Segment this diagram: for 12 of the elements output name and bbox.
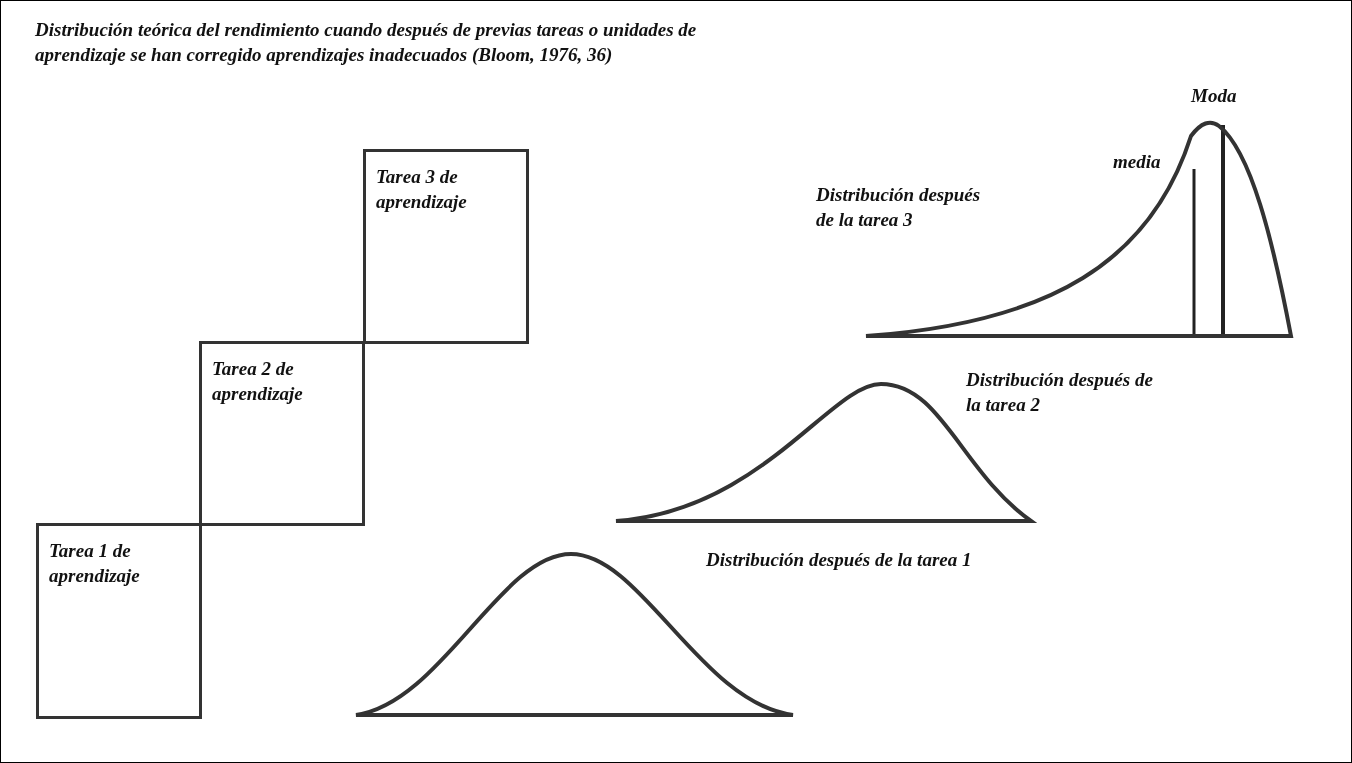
task-label: Tarea 3 de aprendizaje [376, 165, 468, 214]
task-label: Tarea 2 de aprendizaje [212, 357, 304, 406]
mode-label: Moda [1191, 84, 1238, 108]
mean-label: media [1113, 150, 1162, 174]
diagram-title: Distribución teórica del rendimiento cuando después de previas tareas o unidades de aprendizaje se han corregido aprendizajes inadecuados (Bloom, 1976, 36) [35, 18, 698, 67]
task-box [199, 341, 365, 526]
task-box [36, 523, 202, 719]
curve-label: Distribución después de la tarea 1 [706, 548, 973, 572]
task-box [363, 149, 529, 344]
curve-label: Distribución después de la tarea 2 [966, 368, 1154, 417]
curve-label: Distribución después de la tarea 3 [816, 183, 982, 232]
task-label: Tarea 1 de aprendizaje [49, 539, 141, 588]
